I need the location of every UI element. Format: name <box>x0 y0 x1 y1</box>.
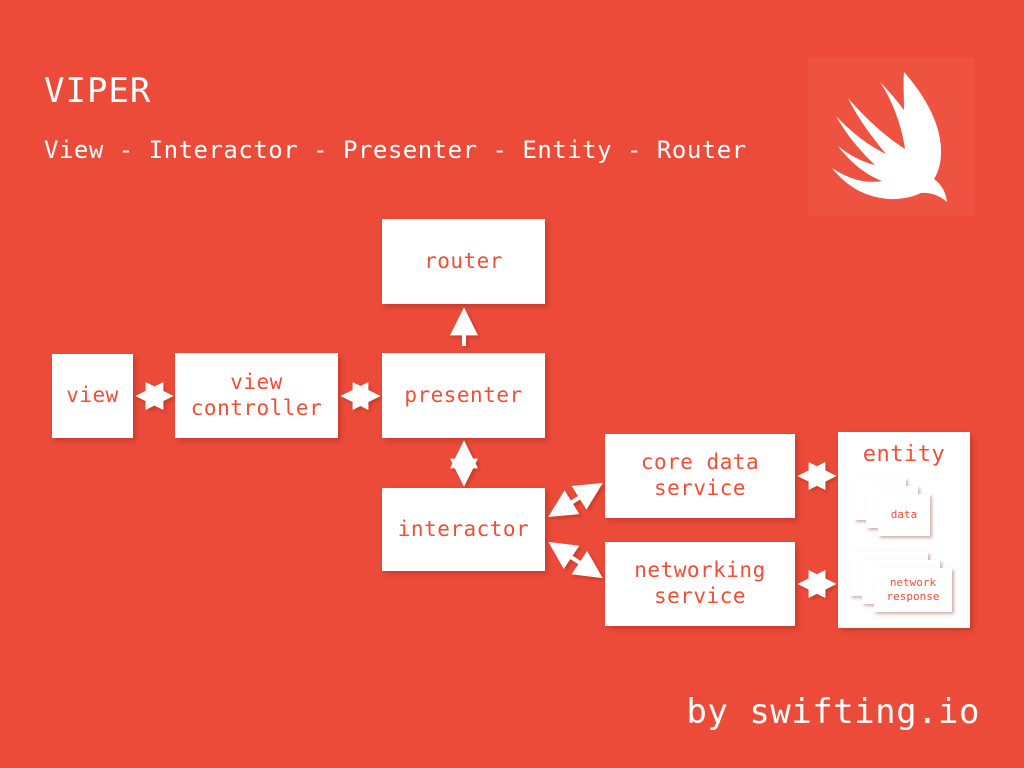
node-networking-service[interactable]: networking service <box>605 542 795 626</box>
node-presenter[interactable]: presenter <box>382 353 545 438</box>
network-response-card: network response <box>874 568 952 612</box>
page-title: VIPER <box>44 71 152 111</box>
data-stack[interactable]: data data data <box>854 478 954 536</box>
entity-panel-title: entity <box>862 442 946 467</box>
entity-panel[interactable]: entity data data data network response n… <box>838 432 970 628</box>
node-core-data-service[interactable]: core data service <box>605 434 795 518</box>
node-interactor[interactable]: interactor <box>382 488 545 571</box>
node-view-controller[interactable]: view controller <box>175 353 338 438</box>
data-card: data <box>878 494 930 536</box>
node-router[interactable]: router <box>382 219 545 304</box>
arrow-interactor-networking <box>548 541 603 579</box>
page-subtitle: View - Interactor - Presenter - Entity -… <box>44 136 747 164</box>
footer-credit: by swifting.io <box>686 692 980 732</box>
node-view[interactable]: view <box>52 354 133 438</box>
swift-bird-icon <box>808 58 974 216</box>
network-response-stack[interactable]: network response network response networ… <box>850 552 952 612</box>
arrow-interactor-coredata <box>548 483 603 517</box>
